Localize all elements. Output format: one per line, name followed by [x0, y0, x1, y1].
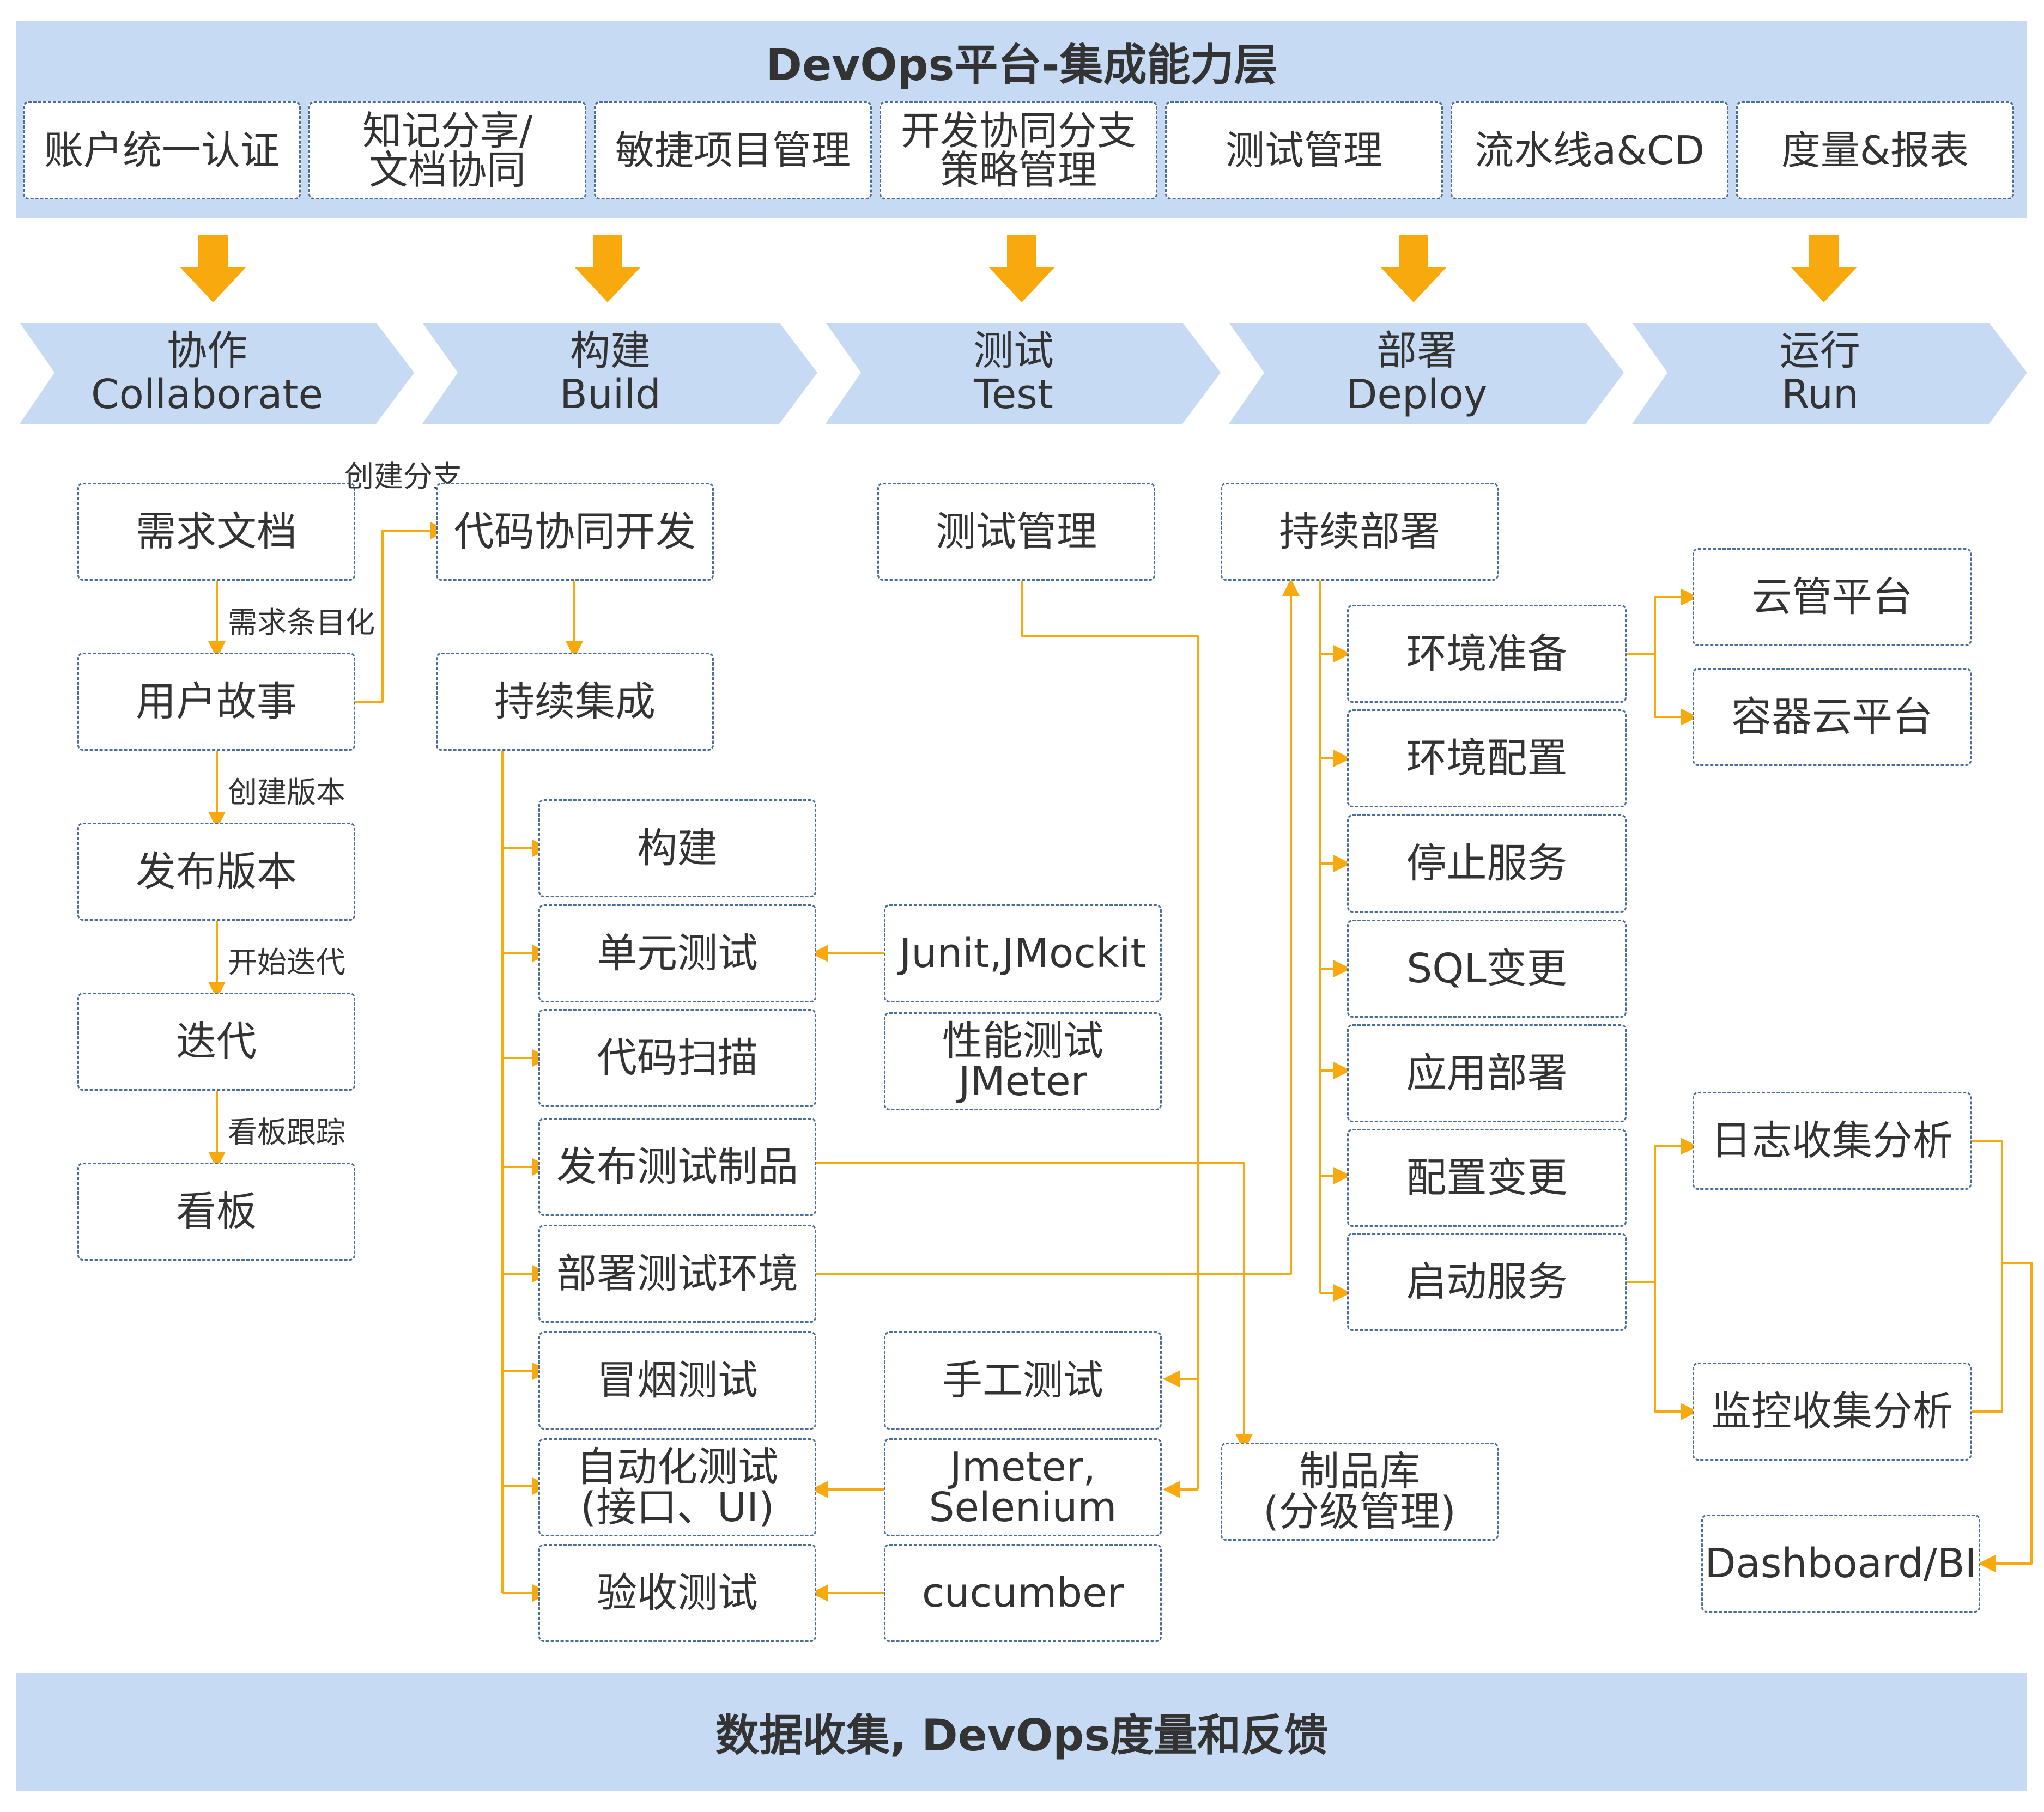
deploy-config-change: 配置变更 — [1347, 1129, 1627, 1227]
down-arrow-icon — [988, 235, 1055, 302]
cap-knowledge-share: 知记分享/ 文档协同 — [308, 101, 586, 199]
build-step-automation-test: 自动化测试(接口、UI) — [538, 1438, 816, 1536]
cap-branch-strategy: 开发协同分支 策略管理 — [880, 101, 1157, 199]
tool-cucumber: cucumber — [884, 1544, 1162, 1642]
stage-chevron — [826, 323, 1221, 424]
connector — [1972, 1140, 2003, 1413]
build-step-unit-test: 单元测试 — [538, 904, 816, 1002]
test-management: 测试管理 — [877, 483, 1155, 581]
cap-test-mgmt: 测试管理 — [1165, 101, 1443, 199]
build-step-code-scan: 代码扫描 — [538, 1009, 816, 1107]
release-version: 发布版本 — [77, 823, 355, 921]
log-collection-analysis: 日志收集分析 — [1693, 1092, 1972, 1190]
label-start-iteration: 开始迭代 — [228, 945, 345, 980]
requirement-doc: 需求文档 — [77, 483, 355, 581]
down-arrow-icon — [1380, 235, 1447, 302]
user-story: 用户故事 — [77, 653, 355, 751]
label-kanban-tracking: 看板跟踪 — [228, 1115, 345, 1150]
stage-chevron — [422, 323, 817, 424]
kanban: 看板 — [77, 1163, 355, 1261]
connector — [1654, 654, 1698, 726]
build-step-publish-artifact: 发布测试制品 — [538, 1118, 816, 1216]
connector — [355, 522, 448, 703]
tool-manual-test: 手工测试 — [884, 1331, 1162, 1430]
dashboard-bi: Dashboard/BI — [1701, 1515, 1980, 1613]
cap-pipeline: 流水线a&CD — [1451, 101, 1728, 199]
deploy-sql-change: SQL变更 — [1347, 920, 1627, 1018]
connector — [1627, 1138, 1698, 1283]
connector — [1654, 1282, 1698, 1420]
connector — [1021, 581, 1199, 1489]
tool-jmeter-selenium: Jmeter,Selenium — [884, 1438, 1162, 1536]
cap-agile-pm: 敏捷项目管理 — [594, 101, 872, 199]
platform-title: DevOps平台-集成能力层 — [766, 40, 1278, 90]
deploy-start-service: 启动服务 — [1347, 1233, 1627, 1331]
build-step-deploy-test-env: 部署测试环境 — [538, 1225, 816, 1323]
stage-chevron — [1229, 323, 1624, 424]
deploy-stop-service: 停止服务 — [1347, 814, 1627, 913]
down-arrow-icon — [180, 235, 246, 302]
stage-chevron — [1632, 323, 2027, 424]
deploy-env-prep: 环境准备 — [1347, 605, 1627, 703]
continuous-integration: 持续集成 — [436, 653, 714, 751]
tool-junit-jmockit: Junit,JMockit — [884, 904, 1162, 1002]
build-step-build: 构建 — [538, 799, 816, 897]
build-step-acceptance-test: 验收测试 — [538, 1544, 816, 1642]
build-step-smoke-test: 冒烟测试 — [538, 1331, 816, 1430]
stage-chevron — [20, 323, 414, 424]
down-arrow-icon — [1791, 235, 1857, 302]
artifact-repository: 制品库(分级管理) — [1221, 1443, 1499, 1541]
code-collab-dev: 代码协同开发 — [436, 483, 714, 581]
cloud-mgmt-platform: 云管平台 — [1693, 548, 1972, 646]
deploy-app-deploy: 应用部署 — [1347, 1024, 1627, 1122]
cap-metrics: 度量&报表 — [1736, 101, 2014, 199]
container-cloud-platform: 容器云平台 — [1693, 668, 1972, 766]
monitor-collection-analysis: 监控收集分析 — [1693, 1363, 1972, 1461]
connector — [816, 1162, 1253, 1451]
connector — [1627, 588, 1698, 655]
iteration: 迭代 — [77, 993, 355, 1091]
cap-account-auth: 账户统一认证 — [23, 101, 301, 199]
down-arrow-icon — [574, 235, 641, 302]
label-requirement-itemize: 需求条目化 — [228, 605, 375, 640]
feedback-band — [16, 1673, 2027, 1791]
deploy-env-config: 环境配置 — [1347, 709, 1627, 807]
connector — [1978, 1262, 2033, 1572]
connector — [816, 579, 1300, 1275]
feedback-title: 数据收集, DevOps度量和反馈 — [715, 1710, 1328, 1761]
label-create-version: 创建版本 — [228, 775, 345, 810]
continuous-deployment: 持续部署 — [1221, 483, 1499, 581]
